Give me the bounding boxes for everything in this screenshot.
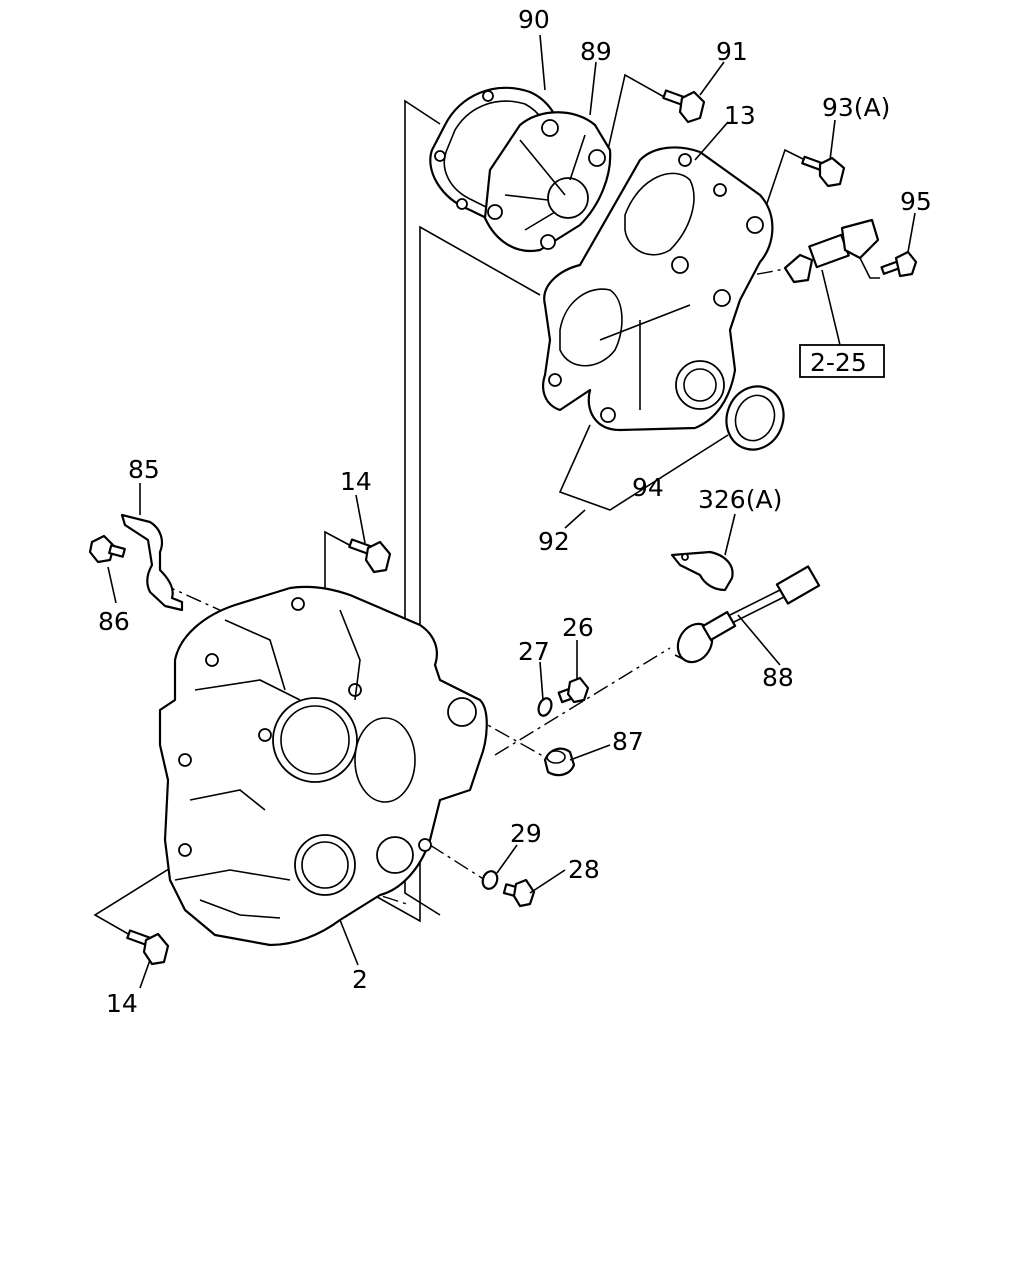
part-14-lower-bolt [126,929,170,966]
part-2-case [158,585,488,947]
part-88-sensor [674,565,821,664]
callout-86: 86 [98,607,130,636]
part-28-plug [502,878,536,908]
callout-90: 90 [518,5,550,34]
callout-29: 29 [510,819,542,848]
part-89-cover [483,111,612,253]
callout-88: 88 [762,663,794,692]
part-91-bolt [662,89,706,124]
callout-89: 89 [580,37,612,66]
part-13-housing [542,146,774,432]
part-27-washer [537,697,553,717]
part-87-plug [543,747,576,777]
callout-28: 28 [568,855,600,884]
callout-92: 92 [538,527,570,556]
callout-95: 95 [900,187,932,216]
callout-87: 87 [612,727,644,756]
part-95-bolt [880,250,918,278]
reference-box-2-25 [799,344,885,378]
callout-27: 27 [518,637,550,666]
part-29-washer [481,870,499,890]
callout-93a: 93(A) [822,93,890,122]
callout-14-lower: 14 [106,989,138,1018]
part-93-bolt [801,155,846,188]
part-2-25-sensor-gear [783,218,880,284]
callout-2-25: 2-25 [810,348,867,377]
part-26-plug [557,676,590,704]
part-86-bolt [88,534,126,564]
callout-94: 94 [632,473,664,502]
part-94-seal [725,385,785,451]
callout-14-upper: 14 [340,467,372,496]
callout-13: 13 [724,101,756,130]
callout-85: 85 [128,455,160,484]
callout-91: 91 [716,37,748,66]
callout-2: 2 [352,965,368,994]
part-85-bracket [120,513,184,612]
callout-labels: 90 89 91 13 93(A) 95 2-25 94 92 85 86 14… [98,5,932,1018]
part-14-upper-bolt [348,538,392,574]
callout-26: 26 [562,613,594,642]
leader-lines [107,34,916,989]
callout-326a: 326(A) [698,485,782,514]
part-326-clip [670,550,734,592]
